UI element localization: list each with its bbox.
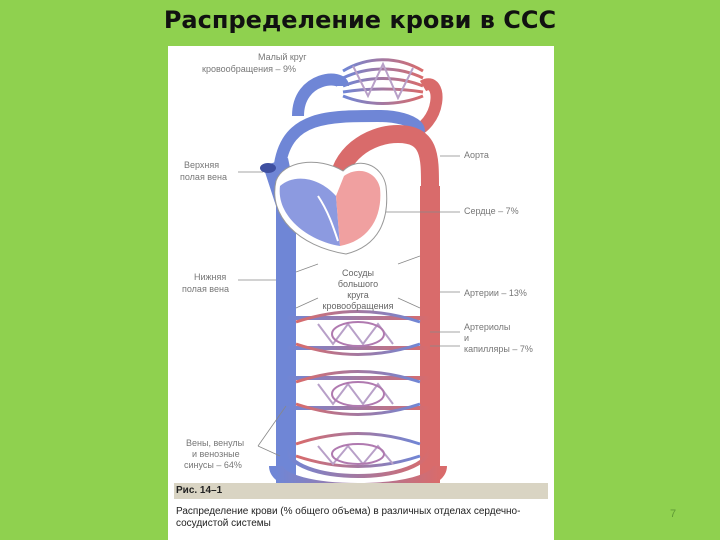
figure-caption: Распределение крови (% общего объема) в … [176, 506, 521, 529]
systemic-capillary-bed-2 [286, 370, 430, 416]
heart [274, 161, 388, 255]
pointer-lines [238, 155, 460, 457]
aorta-label: Аорта [464, 150, 489, 160]
ivc-label-line2: полая вена [182, 284, 229, 294]
figure-number: Рис. 14–1 [176, 485, 223, 496]
svc-label-line2: полая вена [180, 172, 227, 182]
arterioles-label-line2: и [464, 333, 469, 343]
systemic-label-line4: кровообращения [323, 301, 394, 311]
systemic-capillary-bed-3 [269, 432, 447, 497]
systemic-label-line3: круга [347, 290, 368, 300]
page-number: 7 [670, 508, 677, 520]
circulation-figure: Малый круг кровообращения – 9% Верхняя п… [168, 46, 554, 540]
heart-left-side [336, 170, 381, 246]
svc-opening [260, 163, 276, 173]
pulmonary-capillary-bed [342, 58, 424, 105]
systemic-label-line2: большого [338, 279, 378, 289]
svc-label-line1: Верхняя [184, 160, 219, 170]
veins-label-line1: Вены, венулы [186, 438, 244, 448]
ivc-label-line1: Нижняя [194, 272, 226, 282]
veins-label-line2: и венозные [192, 449, 240, 459]
heart-label: Сердце – 7% [464, 206, 519, 216]
veins-label-line3: синусы – 64% [184, 460, 242, 470]
caption-bar [174, 483, 548, 499]
heart-right-side [279, 178, 340, 246]
arterioles-label-line3: капилляры – 7% [464, 344, 533, 354]
systemic-capillary-bed-1 [286, 310, 430, 356]
pulmonary-label-line1: Малый круг [258, 52, 307, 62]
pulmonary-label-line2: кровообращения – 9% [202, 64, 296, 74]
circulation-diagram: Малый круг кровообращения – 9% Верхняя п… [180, 52, 533, 497]
arteries-label: Артерии – 13% [464, 288, 527, 298]
systemic-label-line1: Сосуды [342, 268, 374, 278]
slide-title: Распределение крови в ССС [163, 6, 557, 34]
aortic-arch [329, 124, 439, 187]
arterioles-label-line1: Артериолы [464, 322, 510, 332]
aorta-column [420, 186, 440, 496]
